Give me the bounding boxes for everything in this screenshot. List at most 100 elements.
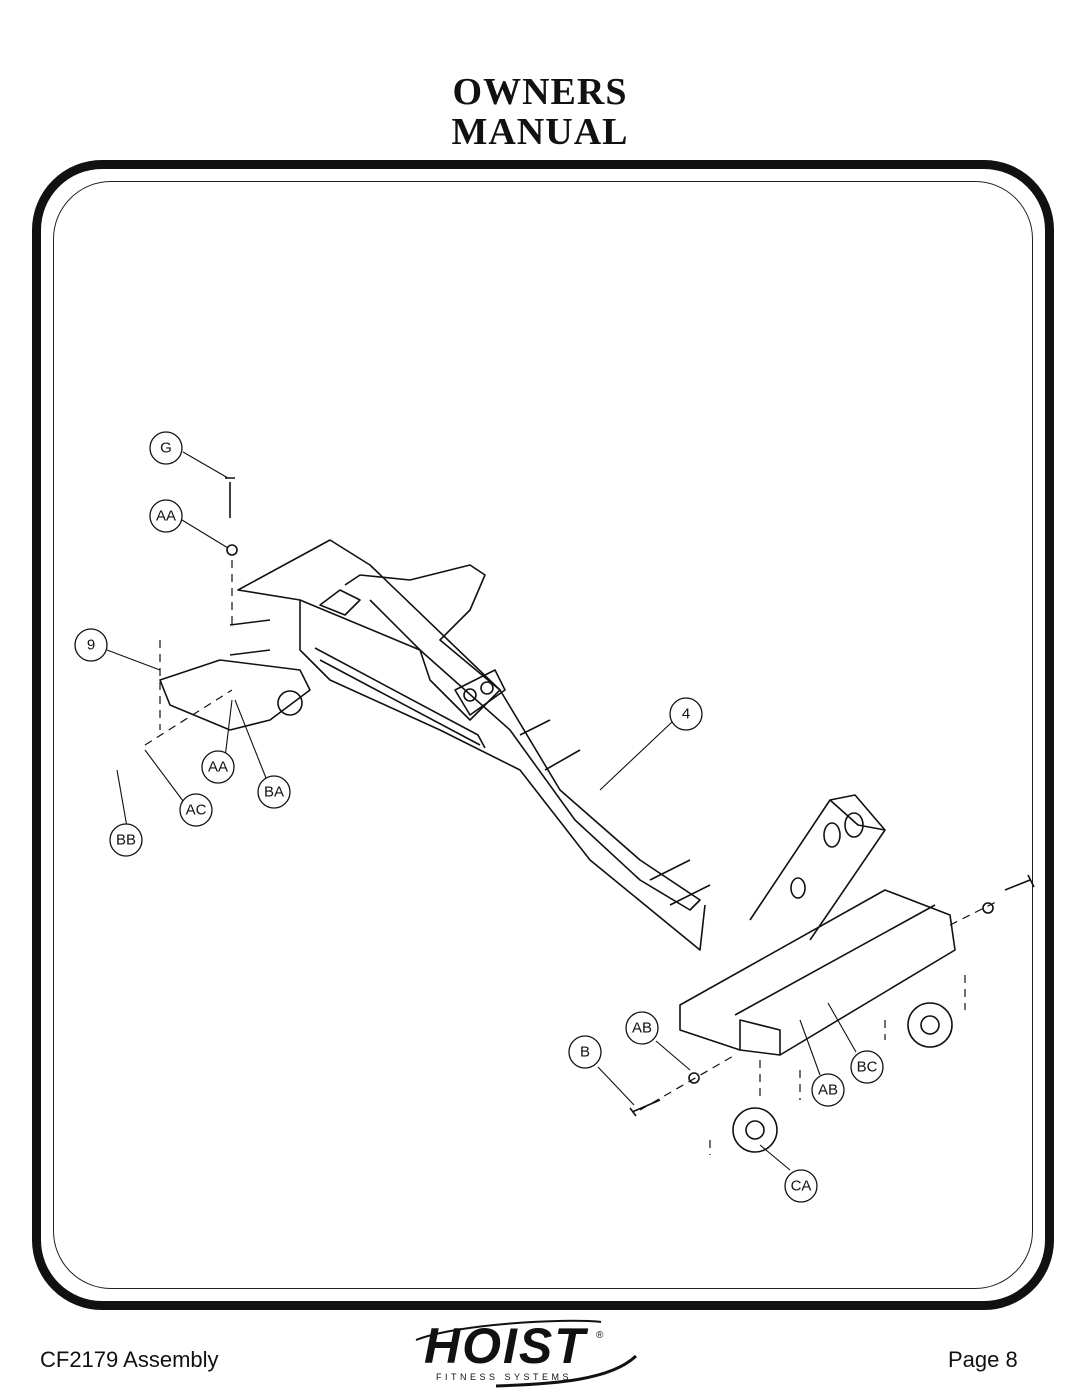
rear-upright-hole-1 [790, 877, 806, 899]
callout-label: G [160, 440, 172, 457]
callout-ca: CA [784, 1169, 818, 1203]
callout-label: AB [818, 1082, 838, 1099]
leader-ab2 [799, 1019, 821, 1076]
callout-circle [568, 1035, 602, 1069]
callout-circle [149, 431, 183, 465]
rear-upright [749, 794, 886, 941]
callout-label: 4 [682, 706, 690, 723]
leader-lines [106, 451, 857, 1171]
callout-label: BC [857, 1059, 878, 1076]
guide-wheel-left [709, 1060, 801, 1155]
main-tube-lower-edge [299, 600, 706, 951]
leader-ab1 [655, 1040, 691, 1071]
callout-ba: BA [257, 775, 291, 809]
bracket-hole-2 [480, 681, 494, 695]
callout-4: 4 [669, 697, 703, 731]
leader-4 [599, 721, 673, 791]
callout-9: 9 [74, 628, 108, 662]
bracket-hole-1 [463, 688, 477, 702]
pivot-knob [319, 589, 361, 616]
guide-right [949, 899, 1001, 926]
callout-aa-mid: AA [201, 750, 235, 784]
callout-g: G [149, 431, 183, 465]
callout-label: BA [264, 784, 284, 801]
frame-drawing [159, 477, 1035, 1153]
page-title: OWNERS MANUAL [0, 72, 1080, 152]
crossbar-edge [734, 904, 936, 1055]
callout-label: AA [208, 759, 228, 776]
leader-g [182, 451, 229, 479]
washer-right [982, 902, 994, 914]
callout-circle [850, 1050, 884, 1084]
callout-bb: BB [109, 823, 143, 857]
leader-bb [116, 769, 128, 828]
wheel-left [732, 1107, 778, 1153]
leader-b [597, 1066, 635, 1106]
leader-aa2 [224, 699, 233, 759]
callout-label: B [580, 1044, 590, 1061]
dashed-guides [144, 560, 1001, 1155]
callout-label: 9 [87, 637, 95, 654]
main-tube-outline [237, 539, 701, 911]
diagram-frame [32, 160, 1054, 1310]
main-tube-slot [319, 659, 481, 746]
callout-circle [257, 775, 291, 809]
callout-label: BB [116, 832, 136, 849]
logo-tagline: FITNESS SYSTEMS [436, 1372, 573, 1382]
callout-circle [811, 1073, 845, 1107]
pivot-roller [277, 690, 303, 716]
callout-circle [109, 823, 143, 857]
callout-circle [669, 697, 703, 731]
callout-label: CA [791, 1178, 812, 1195]
callout-circle [149, 499, 183, 533]
leader-aa1 [181, 519, 229, 549]
hoist-logo: HOIST ® FITNESS SYSTEMS [396, 1318, 676, 1388]
leader-bc [827, 1002, 857, 1053]
guide-left [144, 689, 233, 746]
callout-label: AB [632, 1020, 652, 1037]
callout-circle [179, 793, 213, 827]
leader-ba [234, 699, 269, 784]
bolt-g [225, 477, 235, 518]
wheel-left-hub [745, 1120, 765, 1140]
title-line-1: OWNERS [452, 71, 628, 113]
callout-b: B [568, 1035, 602, 1069]
callout-circle [784, 1169, 818, 1203]
logo-wordmark: HOIST [424, 1318, 587, 1374]
callout-label: AC [186, 802, 207, 819]
logo-swoosh [415, 1319, 638, 1388]
callout-circle [74, 628, 108, 662]
pivot-assembly [159, 659, 311, 731]
callout-label: AA [156, 508, 176, 525]
leader-9 [106, 649, 161, 671]
rear-upright-hole-2 [823, 822, 841, 848]
page-number: Page 8 [948, 1347, 1018, 1372]
washer-aa-top [226, 544, 238, 556]
guide-b [639, 1054, 736, 1111]
wheel-right [907, 1002, 953, 1048]
footer-assembly-code: CF2179 Assembly [40, 1347, 219, 1372]
title-line-2: MANUAL [451, 111, 629, 153]
main-tube-slot-edge [314, 647, 486, 749]
callout-ab-left: AB [625, 1011, 659, 1045]
diagram-frame-inner [53, 181, 1033, 1289]
rear-upright-top [829, 799, 886, 831]
guide-wheel-right [884, 975, 966, 1040]
main-tube-bends [519, 719, 711, 906]
wheel-right-hub [920, 1015, 940, 1035]
callout-circle [201, 750, 235, 784]
callout-circle [625, 1011, 659, 1045]
crossbar [679, 889, 956, 1056]
leader-ac [144, 749, 187, 806]
bolt-right [1004, 874, 1035, 891]
callout-ac: AC [179, 793, 213, 827]
callout-bc: BC [850, 1050, 884, 1084]
upright-bracket [344, 564, 501, 721]
callout-ab-right: AB [811, 1073, 845, 1107]
leader-ca [759, 1144, 791, 1171]
rear-upright-hole-3 [844, 812, 864, 838]
registered-mark: ® [596, 1330, 604, 1341]
washer-ab-left [688, 1072, 700, 1084]
bolt-b [629, 1099, 661, 1117]
